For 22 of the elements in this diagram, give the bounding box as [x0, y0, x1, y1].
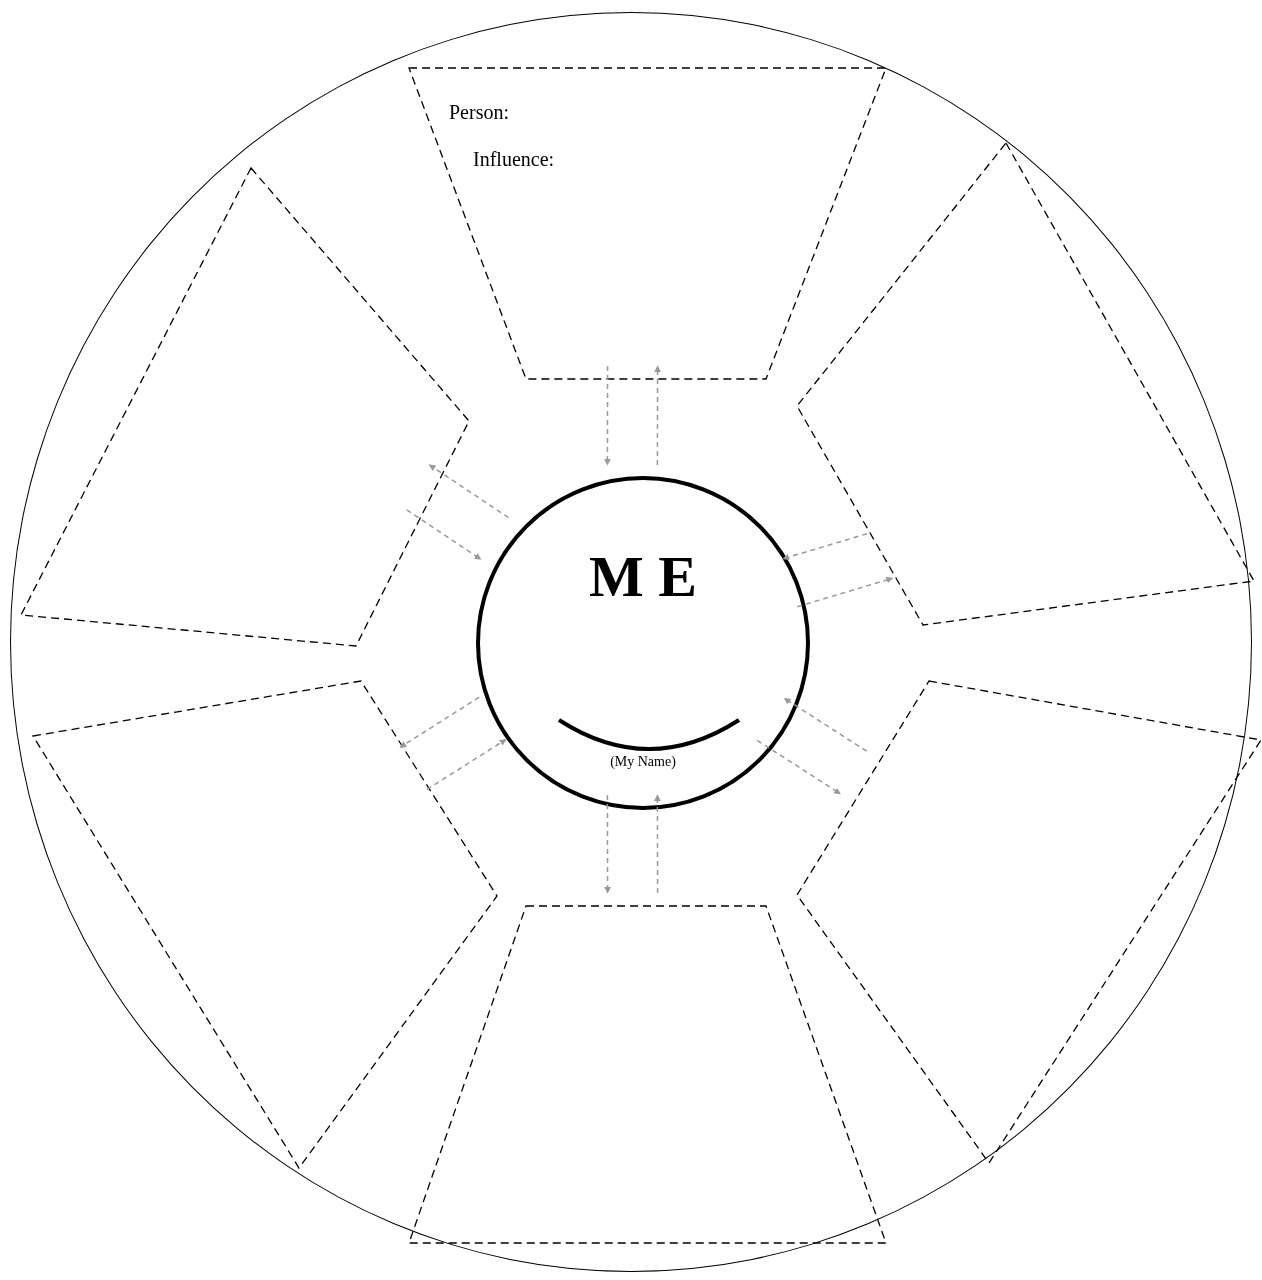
- dashed-trapezoid: [797, 681, 1261, 1163]
- arrow: [406, 509, 482, 561]
- label-text: Influence:: [473, 148, 555, 171]
- arrow: [654, 365, 661, 466]
- arrow: [756, 739, 842, 795]
- arrow: [604, 365, 611, 466]
- arrow: [783, 697, 868, 752]
- arrow: [399, 696, 480, 749]
- label-text: Person:: [449, 101, 509, 124]
- dashed-trapezoid: [409, 68, 886, 379]
- arrow: [782, 532, 868, 561]
- dashed-trapezoid: [21, 168, 469, 646]
- arrow: [426, 738, 507, 791]
- dashed-trapezoid: [409, 906, 886, 1243]
- dashed-trapezoid: [797, 143, 1254, 625]
- dashed-trapezoid: [33, 681, 497, 1168]
- title-text: M E: [588, 548, 698, 606]
- arrow: [604, 794, 611, 894]
- arrow: [428, 464, 510, 519]
- name-text: (My Name): [609, 754, 677, 770]
- arrow: [796, 576, 894, 608]
- arrow: [654, 794, 661, 894]
